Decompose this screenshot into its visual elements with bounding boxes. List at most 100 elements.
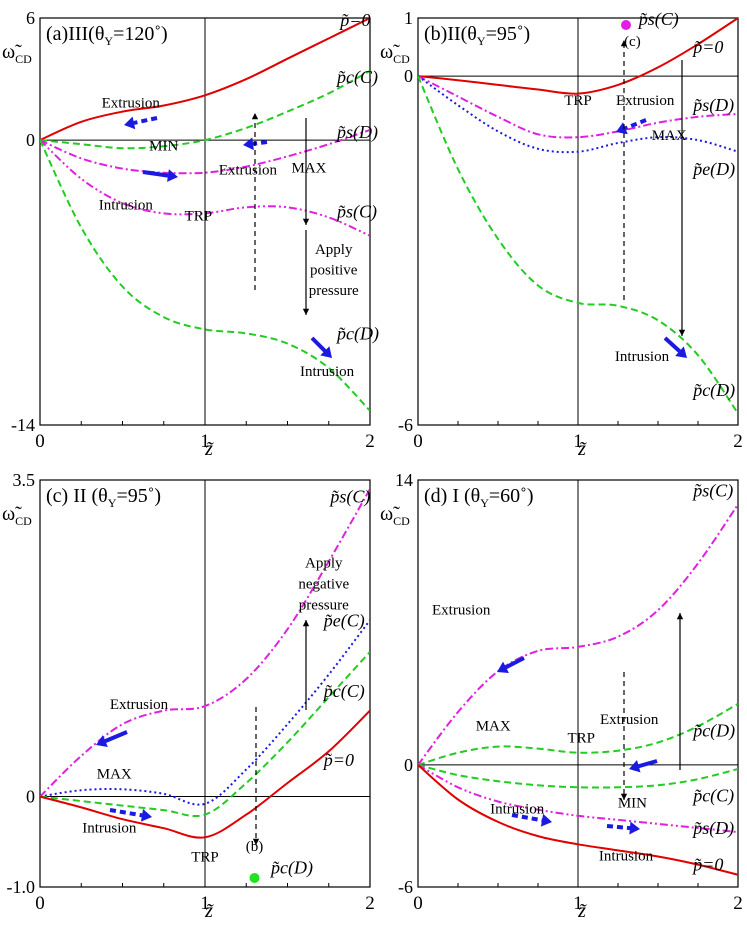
annotation-label: MIN	[149, 138, 178, 154]
curve-label: p̃c(D)	[691, 380, 735, 401]
annotation-label: pressure	[309, 283, 359, 299]
x-axis-label: z̃	[577, 438, 587, 460]
series-line	[40, 139, 370, 412]
x-tick-label: 0	[35, 431, 45, 452]
curve-label: p̃s(C)	[328, 487, 370, 508]
annotation-label: (c)	[624, 34, 641, 50]
y-axis-label: ω̃CD	[2, 503, 32, 528]
series-line	[40, 139, 370, 237]
y-tick-label: 0	[26, 130, 35, 150]
direction-arrow	[142, 169, 178, 182]
curve-label: p̃e(C)	[322, 611, 365, 632]
y-axis-label: ω̃CD	[380, 41, 410, 66]
x-axis-label: z̃	[577, 900, 587, 922]
panel-title: (c) II (θY=95˚)	[46, 485, 161, 510]
annotation-label: MAX	[652, 128, 687, 144]
y-axis-label: ω̃CD	[380, 503, 410, 528]
direction-arrow	[663, 336, 687, 358]
direction-arrow	[96, 730, 128, 748]
curve-label: p̃=0	[691, 37, 723, 57]
pressure-arrow	[252, 707, 260, 845]
panel-title: (d) I (θY=60˚)	[424, 485, 534, 510]
annotation-label: Apply	[315, 242, 353, 258]
annotation-label: MIN	[618, 796, 647, 812]
series-line	[418, 763, 738, 789]
annotation-label: TRP	[564, 93, 592, 109]
direction-arrow	[616, 118, 647, 135]
curve-label: p̃e(D)	[691, 159, 735, 180]
annotation-label: Extrusion	[219, 163, 278, 179]
series-line	[418, 75, 738, 139]
series-line	[40, 18, 370, 142]
panel-title: (a)III(θY=120˚)	[46, 23, 168, 48]
series-line	[418, 75, 738, 414]
annotation-label: Extrusion	[102, 96, 161, 112]
x-tick-label: 2	[733, 431, 743, 452]
series-line	[418, 18, 738, 95]
x-tick-label: 0	[413, 431, 423, 452]
pressure-arrow	[302, 230, 310, 315]
series-line	[40, 488, 370, 798]
x-tick-label: 2	[733, 893, 743, 914]
annotation-label: Intrusion	[599, 849, 654, 865]
annotation-label: MAX	[97, 766, 132, 782]
marker-dot	[249, 872, 260, 883]
x-axis-label: z̃	[204, 900, 214, 922]
y-tick-label: 3.5	[13, 470, 36, 490]
y-tick-label: -1.0	[7, 877, 36, 897]
curve-label: p̃c(D)	[269, 857, 313, 878]
x-tick-label: 1	[573, 431, 583, 452]
pressure-arrow	[302, 118, 310, 225]
direction-arrow	[310, 336, 332, 358]
series-line	[418, 764, 738, 876]
curve-label: p̃s(C)	[637, 9, 679, 30]
annotation-label: Intrusion	[300, 364, 355, 380]
marker-dot	[621, 19, 631, 30]
curve-label: p̃s(D)	[691, 818, 734, 839]
x-axis-label: z̃	[204, 438, 214, 460]
x-tick-label: 1	[200, 893, 210, 914]
y-tick-label: 6	[26, 8, 35, 28]
x-tick-label: 1	[200, 431, 210, 452]
curve-label: p̃=0	[691, 855, 723, 875]
x-tick-label: 1	[573, 893, 583, 914]
curve-label: p̃=0	[338, 10, 370, 30]
curve-label: p̃s(D)	[691, 95, 734, 116]
annotation-label: Intrusion	[490, 802, 545, 818]
curve-label: p̃c(C)	[691, 786, 734, 807]
direction-arrow	[606, 821, 640, 835]
pressure-arrow	[678, 60, 686, 336]
direction-arrow	[511, 813, 552, 827]
annotation-label: TRP	[191, 850, 219, 866]
annotation-label: MAX	[476, 718, 511, 734]
annotation-label: Intrusion	[99, 197, 154, 213]
pressure-arrow	[676, 613, 684, 770]
y-tick-label: 1	[404, 8, 413, 28]
pressure-arrow	[251, 113, 259, 290]
annotation-label: Extrusion	[616, 93, 675, 109]
annotation-label: Extrusion	[432, 602, 491, 618]
annotation-label: (b)	[246, 839, 264, 855]
annotation-label: Extrusion	[110, 697, 169, 713]
annotation-label: MAX	[291, 161, 326, 177]
y-tick-label: 0	[404, 755, 413, 775]
direction-arrow	[497, 656, 525, 674]
direction-arrow	[109, 808, 152, 822]
annotation-label: positive	[310, 262, 358, 278]
pressure-arrow	[620, 672, 628, 800]
annotation-label: Intrusion	[82, 821, 137, 837]
direction-arrow	[124, 116, 158, 130]
annotation-label: TRP	[567, 731, 595, 747]
x-tick-label: 2	[365, 431, 375, 452]
y-tick-label: -14	[11, 415, 35, 435]
annotation-label: pressure	[299, 597, 349, 613]
annotation-label: Apply	[305, 556, 343, 572]
y-tick-label: 14	[395, 470, 413, 490]
annotation-label: negative	[298, 577, 349, 593]
curve-label: p̃c(D)	[691, 720, 735, 741]
series-line	[40, 651, 370, 818]
y-tick-label: -6	[398, 415, 413, 435]
